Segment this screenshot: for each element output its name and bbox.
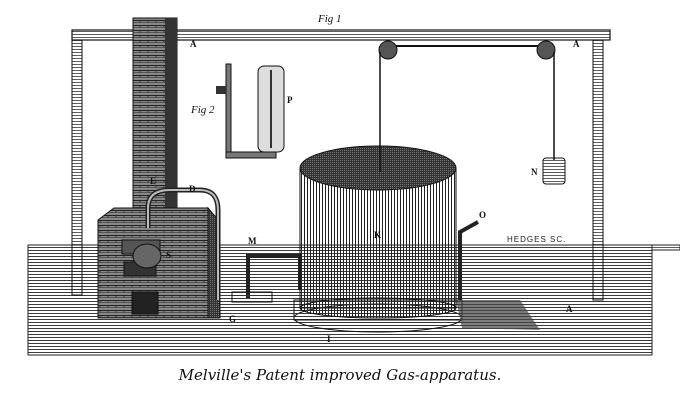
label-g: G	[229, 314, 237, 324]
furnace	[97, 206, 221, 319]
label-s: S	[166, 250, 172, 260]
caption: Melville's Patent improved Gas-apparatus…	[178, 366, 502, 384]
gas-holder	[293, 145, 540, 333]
label-a-right: A	[573, 39, 580, 49]
figure-2-gauge	[216, 63, 285, 159]
fig2-label: Fig 2	[191, 104, 215, 116]
label-a-floor: A	[566, 304, 573, 314]
label-o: O	[479, 210, 487, 220]
label-d: D	[189, 184, 196, 194]
label-i: I	[327, 334, 331, 344]
outlet-pipe-o	[458, 220, 479, 300]
engraver-credit: HEDGES SC.	[507, 235, 567, 244]
label-n: N	[531, 167, 538, 177]
fig1-label: Fig 1	[318, 13, 342, 25]
frame	[71, 29, 611, 301]
label-m: M	[248, 236, 257, 246]
label-a-left: A	[190, 39, 197, 49]
chimney	[132, 17, 178, 219]
label-k: K	[374, 230, 382, 240]
pulley-system	[378, 40, 566, 185]
label-e: E	[150, 176, 157, 186]
label-p: P	[287, 95, 293, 105]
